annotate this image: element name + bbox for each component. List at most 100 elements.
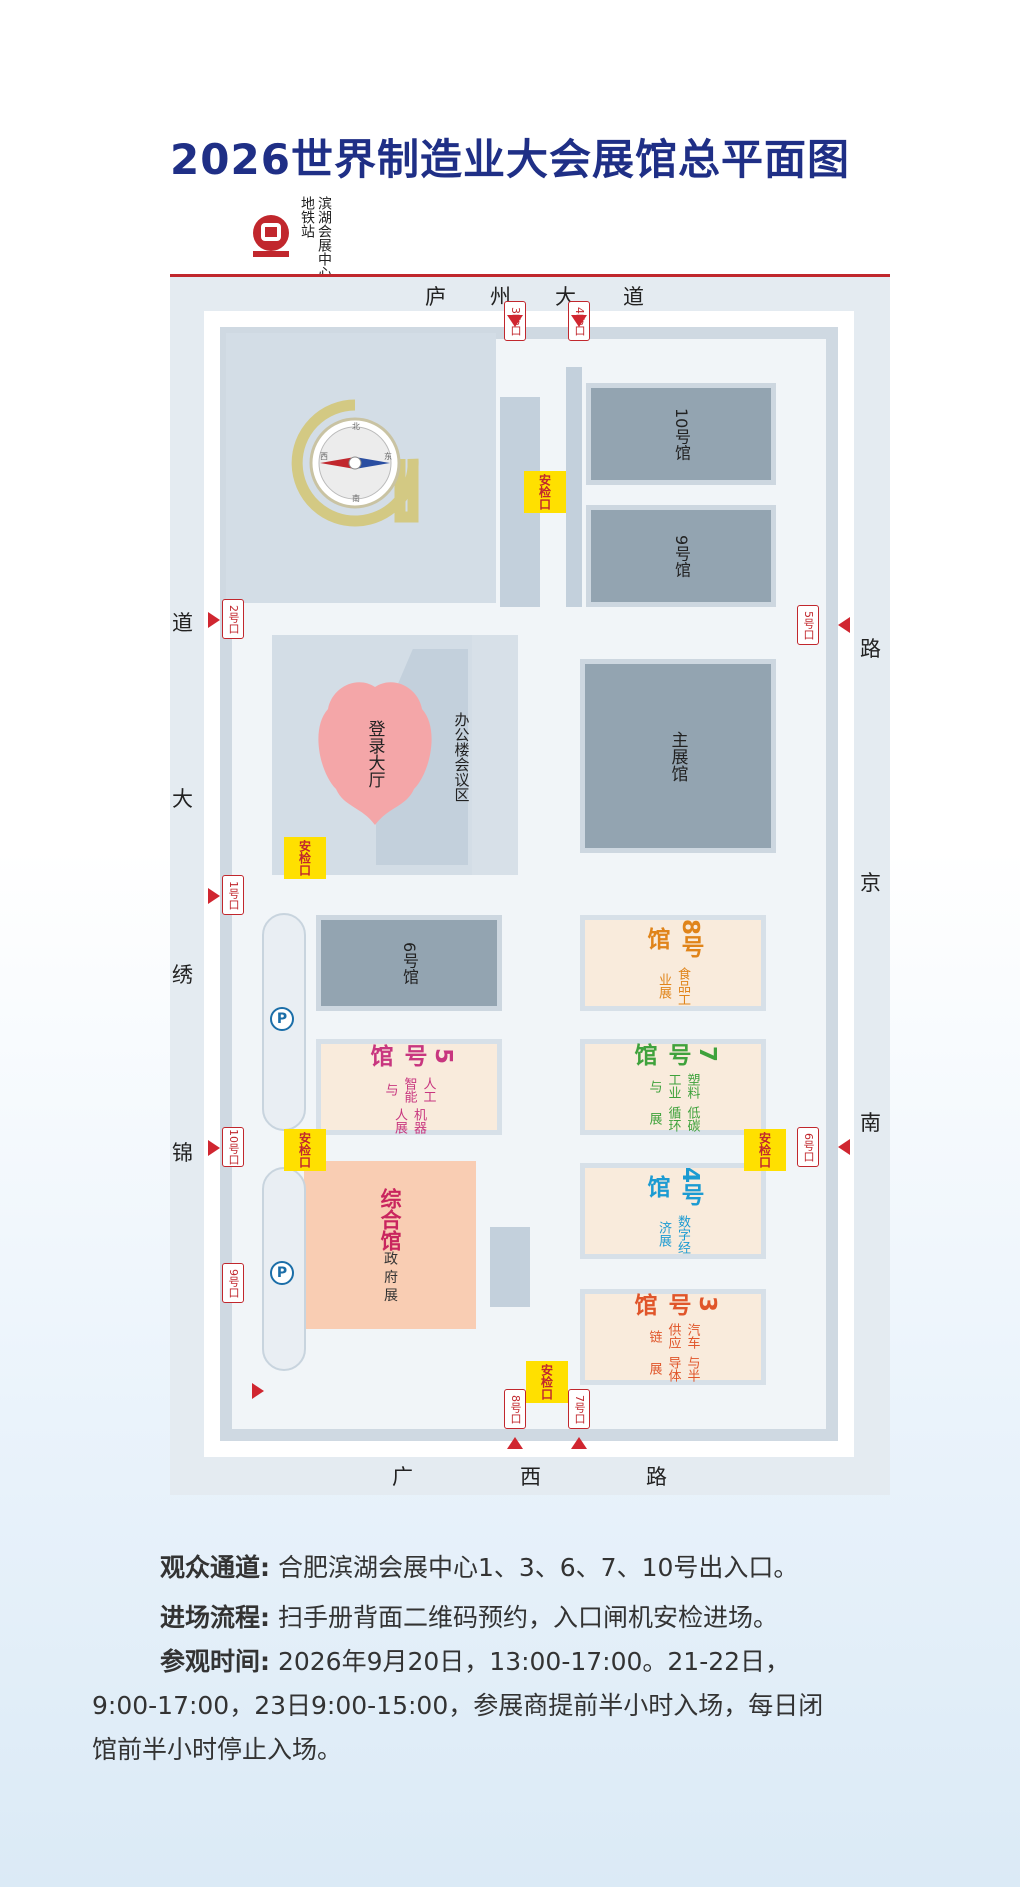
time-text-3: 馆前半小时停止入场。 xyxy=(92,1735,343,1764)
time-text-2: 9:00-17:00，23日9:00-15:00，参展商提前半小时入场，每日闭 xyxy=(92,1691,824,1720)
road-south-char: 广 xyxy=(392,1465,413,1489)
road-north-char: 道 xyxy=(623,285,644,309)
gate-9-arrow-icon xyxy=(252,1383,264,1399)
channel-text: 合肥滨湖会展中心1、3、6、7、10号出入口。 xyxy=(277,1553,799,1582)
svg-text:南: 南 xyxy=(352,493,360,503)
hall-5[interactable] xyxy=(316,1039,502,1135)
office-wing-east xyxy=(472,635,518,875)
metro-logo-icon xyxy=(253,215,289,257)
hall-8-label: 8号馆 食品工业展 xyxy=(580,915,766,1011)
gate-8-arrow-icon xyxy=(507,1437,523,1449)
gate-5-arrow-icon xyxy=(838,617,850,633)
office-label: 办公楼会议区 xyxy=(452,712,471,802)
metro-label-line2: 地铁站 xyxy=(299,196,315,238)
hall-7[interactable] xyxy=(580,1039,766,1135)
security-checkpoint: 安检口 xyxy=(284,837,326,879)
hall-5-name: 5号馆 xyxy=(366,1044,456,1068)
road-west-char: 大 xyxy=(172,787,193,811)
hall-10[interactable] xyxy=(586,383,776,485)
time-text-1: 2026年9月20日，13:00-17:00。21-22日， xyxy=(277,1647,791,1676)
process-label: 进场流程: xyxy=(160,1603,270,1632)
road-east-char: 南 xyxy=(860,1111,881,1135)
hall-3-label: 3号馆 汽车供应链 与半导体展 xyxy=(580,1289,766,1385)
hall-6[interactable] xyxy=(316,915,502,1011)
hall-4-name: 4号馆 xyxy=(643,1166,703,1206)
main-hall[interactable] xyxy=(580,659,776,853)
gate-6[interactable]: 6号口 xyxy=(797,1127,819,1167)
hall-9[interactable] xyxy=(586,505,776,607)
info-process: 进场流程: 扫手册背面二维码预约，入口闸机安检进场。 xyxy=(160,1598,778,1638)
road-east-char: 京 xyxy=(860,871,881,895)
hall-7-label: 7号馆 塑料工业与 低碳循环展 xyxy=(580,1039,766,1135)
time-label: 参观时间: xyxy=(160,1647,270,1676)
hall-5-sub: 机器人展 xyxy=(392,1108,426,1135)
channel-label: 观众通道: xyxy=(160,1553,270,1582)
hall-4[interactable] xyxy=(580,1163,766,1259)
gate-8[interactable]: 8号口 xyxy=(504,1389,526,1429)
page-title: 2026世界制造业大会展馆总平面图 xyxy=(170,135,850,184)
venue-map: 庐 州 大 道 道 大 绣 锦 路 京 南 广 西 路 北 南 东 西 10号馆… xyxy=(170,277,890,1495)
gate-1[interactable]: 1号口 xyxy=(222,875,244,915)
hall-6-label: 6号馆 xyxy=(400,941,419,985)
hall-8-name: 8号馆 xyxy=(643,918,703,958)
gate-9[interactable]: 9号口 xyxy=(222,1263,244,1303)
gate-1-arrow-icon xyxy=(208,888,220,904)
info-time: 参观时间: 2026年9月20日，13:00-17:00。21-22日， xyxy=(160,1642,790,1682)
hall-10-label: 10号馆 xyxy=(672,407,691,461)
gate-10-arrow-icon xyxy=(208,1140,220,1156)
gate-5[interactable]: 5号口 xyxy=(797,605,819,645)
hall-4-label: 4号馆 数字经济展 xyxy=(580,1163,766,1259)
parking-icon: P xyxy=(270,1261,294,1285)
metro-label-line1: 滨湖会展中心 xyxy=(316,196,332,280)
compass-icon: 北 南 东 西 xyxy=(291,399,419,527)
security-checkpoint: 安检口 xyxy=(284,1129,326,1171)
gate-7-arrow-icon xyxy=(571,1437,587,1449)
hall-3-name: 3号馆 xyxy=(630,1293,720,1316)
parking-icon: P xyxy=(270,1007,294,1031)
registration-hall-shape[interactable] xyxy=(318,679,432,829)
road-east-char: 路 xyxy=(860,637,881,661)
hall-3-sub: 与半导体展 xyxy=(646,1355,700,1382)
gate-10[interactable]: 10号口 xyxy=(222,1127,244,1167)
security-checkpoint: 安检口 xyxy=(744,1129,786,1171)
gate-7[interactable]: 7号口 xyxy=(568,1389,590,1429)
road-south-char: 路 xyxy=(646,1465,667,1489)
hall-8-sub: 食品工业展 xyxy=(656,966,690,1006)
hall-5-sub: 人工智能与 xyxy=(382,1076,436,1103)
hall-7-sub: 塑料工业与 xyxy=(646,1073,700,1100)
gate-3-arrow-icon xyxy=(507,315,523,327)
metro-station-label: 滨湖会展中心 地铁站 xyxy=(298,196,332,280)
hall-9-label: 9号馆 xyxy=(672,534,691,578)
main-hall-label: 主展馆 xyxy=(667,730,688,782)
road-west-char: 锦 xyxy=(172,1141,193,1165)
hall-3[interactable] xyxy=(580,1289,766,1385)
svg-text:西: 西 xyxy=(320,452,328,461)
road-west-char: 道 xyxy=(172,611,193,635)
hall-3-sub: 汽车供应链 xyxy=(646,1323,700,1350)
registration-hall-label: 登录大厅 xyxy=(364,720,385,788)
hall-4-sub: 数字经济展 xyxy=(656,1214,690,1254)
north-corridor-edge xyxy=(566,367,582,607)
road-west-char: 绣 xyxy=(172,963,193,987)
comprehensive-hall-label: 综合馆 政 府 展 xyxy=(304,1161,476,1329)
metro-line xyxy=(170,274,890,277)
hall-5-label: 5号馆 人工智能与 机器人展 xyxy=(316,1039,502,1135)
hall-8[interactable] xyxy=(580,915,766,1011)
gate-6-arrow-icon xyxy=(838,1139,850,1155)
hall-7-sub: 低碳循环展 xyxy=(646,1105,700,1132)
svg-text:北: 北 xyxy=(352,422,360,431)
info-channel: 观众通道: 合肥滨湖会展中心1、3、6、7、10号出入口。 xyxy=(160,1548,798,1588)
gate-2-arrow-icon xyxy=(208,612,220,628)
gate-2[interactable]: 2号口 xyxy=(222,599,244,639)
comprehensive-name: 综合馆 xyxy=(378,1188,402,1252)
comprehensive-hall[interactable] xyxy=(304,1161,476,1329)
parking-lot-south xyxy=(262,1167,306,1371)
security-checkpoint: 安检口 xyxy=(524,471,566,513)
comprehensive-annex xyxy=(490,1227,530,1307)
svg-text:东: 东 xyxy=(384,451,392,461)
road-north-char: 庐 xyxy=(425,285,446,309)
road-south-char: 西 xyxy=(520,1465,541,1489)
comprehensive-sub: 政 府 展 xyxy=(382,1251,398,1302)
process-text: 扫手册背面二维码预约，入口闸机安检进场。 xyxy=(277,1603,778,1632)
security-checkpoint: 安检口 xyxy=(526,1361,568,1403)
